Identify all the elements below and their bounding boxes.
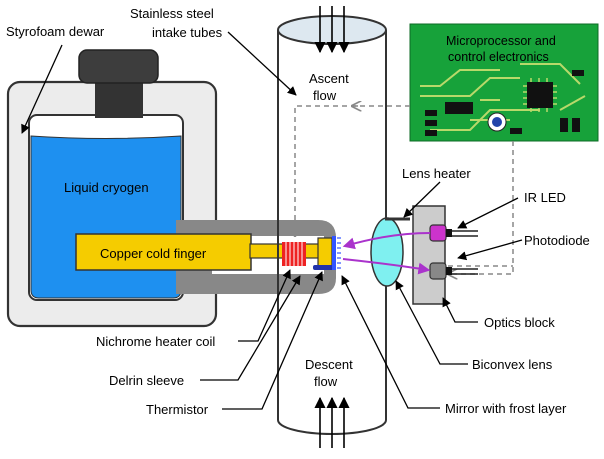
label-ascent-1: Ascent	[309, 71, 349, 86]
label-delrin-sleeve: Delrin sleeve	[109, 373, 184, 388]
label-nichrome-heater: Nichrome heater coil	[96, 334, 215, 349]
control-wiring	[295, 106, 514, 274]
thermistor-shape	[313, 265, 335, 270]
label-microprocessor-1: Microprocessor and	[446, 34, 556, 48]
label-photodiode: Photodiode	[524, 233, 590, 248]
microprocessor-board	[409, 23, 599, 142]
copper-rod-end	[317, 237, 333, 269]
label-biconvex-lens: Biconvex lens	[472, 357, 553, 372]
optics-block-shape	[412, 205, 446, 305]
ir-beam-return	[342, 258, 431, 275]
dewar-cap	[78, 49, 159, 84]
label-copper-cold-finger: Copper cold finger	[100, 246, 207, 261]
label-liquid-cryogen: Liquid cryogen	[64, 180, 149, 195]
ascent-flow-arrows	[314, 6, 350, 54]
ir-led-shape	[429, 224, 447, 242]
biconvex-lens-shape	[370, 217, 404, 287]
ir-beam-out	[342, 232, 431, 250]
leader-lines	[21, 31, 523, 410]
label-ascent-2: flow	[313, 88, 337, 103]
dewar-neck	[95, 78, 143, 118]
label-descent-1: Descent	[305, 357, 353, 372]
label-mirror-frost: Mirror with frost layer	[445, 401, 567, 416]
label-intake-tubes-2: intake tubes	[152, 25, 223, 40]
mirror-frost-layer	[332, 236, 341, 270]
label-intake-tubes-1: Stainless steel	[130, 6, 214, 21]
liquid-cryogen-fill	[30, 135, 182, 299]
label-lens-heater: Lens heater	[402, 166, 471, 181]
label-thermistor: Thermistor	[146, 402, 209, 417]
label-ir-led: IR LED	[524, 190, 566, 205]
photodiode-shape	[429, 262, 447, 280]
optics	[342, 205, 478, 305]
descent-flow-arrows	[314, 396, 350, 448]
chip-ic	[527, 82, 553, 108]
label-descent-2: flow	[314, 374, 338, 389]
label-styrofoam-dewar: Styrofoam dewar	[6, 24, 105, 39]
nichrome-heater-coil-shape	[282, 242, 306, 266]
label-microprocessor-2: control electronics	[448, 50, 549, 64]
label-optics-block: Optics block	[484, 315, 555, 330]
